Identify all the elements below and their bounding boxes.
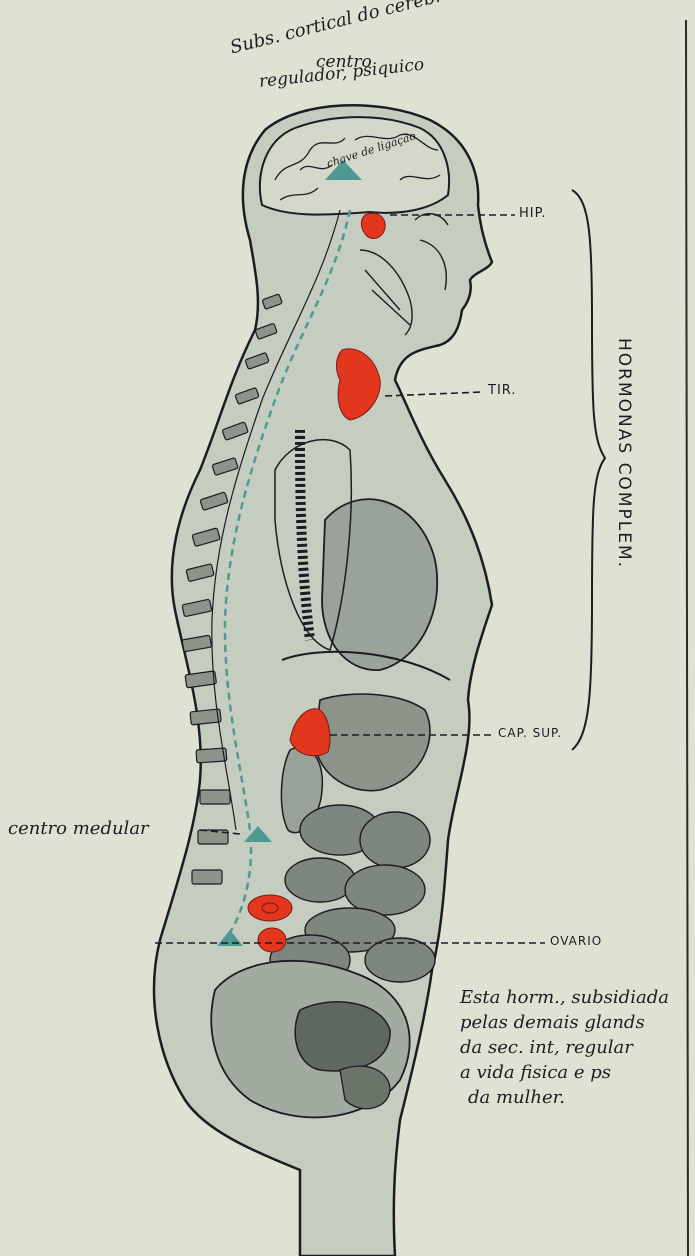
- page-edge-line: [686, 20, 688, 1256]
- hip-label: HIP.: [519, 206, 547, 221]
- hormone-note: Esta horm., subsidiada pelas demais glan…: [460, 985, 669, 1110]
- hormones-bracket: [572, 190, 605, 750]
- hormonas-complem-label: HORMONAS COMPLEM.: [614, 338, 634, 569]
- note-line: Esta horm., subsidiada: [460, 985, 669, 1010]
- uterus: [295, 1002, 390, 1071]
- cap-sup-label: CAP. SUP.: [498, 726, 562, 740]
- medullary-center-label: centro medular: [8, 818, 149, 839]
- brain: [260, 117, 449, 215]
- tir-label: TIR.: [488, 383, 516, 398]
- note-line: da sec. int, regular: [460, 1035, 669, 1060]
- ovario-label: OVARIO: [550, 934, 602, 948]
- note-line: da mulher.: [460, 1085, 669, 1110]
- note-line: a vida fisica e ps: [460, 1060, 669, 1085]
- note-line: pelas demais glands: [460, 1010, 669, 1035]
